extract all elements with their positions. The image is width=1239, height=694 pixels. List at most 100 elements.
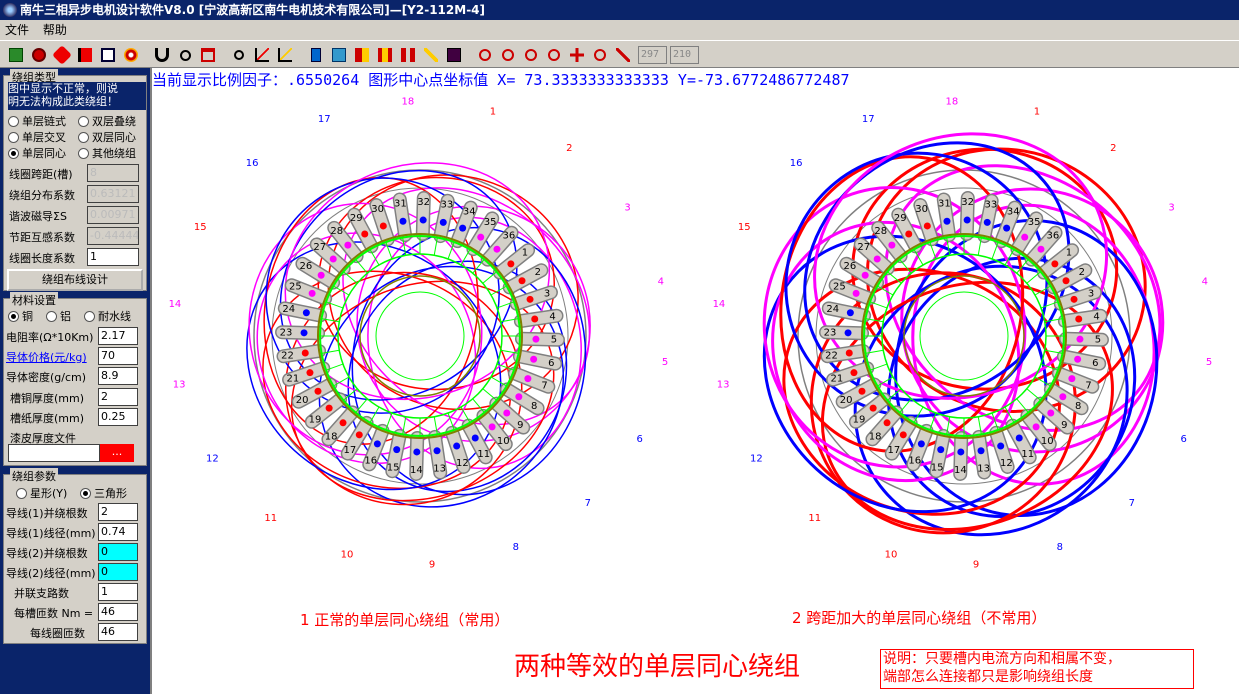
winding-design-button[interactable]: 绕组布线设计	[7, 269, 143, 291]
slot-paper-field[interactable]: 0.25	[98, 408, 138, 426]
wire2-strands-field[interactable]: 0	[98, 543, 138, 561]
a-slot-number: 10	[497, 436, 510, 447]
a-conductor-marker	[317, 271, 325, 279]
b-slot-fill	[886, 417, 917, 460]
a-slot-number: 31	[394, 198, 407, 209]
a-coil-label-5: 5	[662, 357, 668, 368]
zoom-tool-icon[interactable]	[229, 45, 249, 65]
b-conductor-marker	[963, 216, 971, 224]
zoom-out-icon[interactable]	[498, 45, 518, 65]
radio-waterproof-wire[interactable]: 耐水线	[84, 308, 131, 324]
flag-icon[interactable]	[75, 45, 95, 65]
b-slot-fill	[1045, 383, 1088, 414]
b-coil-label-9: 9	[973, 560, 979, 571]
b-rotor-tooth	[877, 376, 894, 387]
radio-star[interactable]: 星形(Y)	[16, 485, 67, 501]
wire1-diameter-field[interactable]: 0.74	[98, 523, 138, 541]
a-conductor-marker	[302, 309, 310, 317]
radio-dot	[78, 131, 89, 143]
paper-height-field[interactable]: 210	[670, 46, 699, 64]
a-coil-label-14: 14	[169, 299, 182, 310]
a-slot-number: 1	[522, 248, 528, 259]
radio-label: 星形(Y)	[30, 487, 68, 500]
a-slot-number: 19	[309, 414, 322, 425]
radio-label: 单层交叉	[22, 131, 66, 144]
search-doc-icon[interactable]	[175, 45, 195, 65]
conductor-price-field[interactable]: 70	[98, 347, 138, 365]
paper-width-field[interactable]: 297	[638, 46, 667, 64]
enamel-browse-button[interactable]: ...	[100, 444, 134, 462]
b-coil-label-11: 11	[808, 513, 821, 524]
bars-icon[interactable]	[398, 45, 418, 65]
target-icon[interactable]	[121, 45, 141, 65]
b-conductor-marker	[1037, 245, 1045, 253]
save-icon[interactable]	[98, 45, 118, 65]
zoom-window-icon[interactable]	[544, 45, 564, 65]
b-slot-fill	[930, 430, 950, 477]
parallel-branches-label: 并联支路数	[14, 587, 69, 600]
a-slot-number: 16	[364, 456, 377, 467]
a-rotor-tooth	[369, 406, 380, 423]
menu-file[interactable]: 文件	[5, 23, 30, 37]
radio-other-winding[interactable]: 其他绕组	[78, 145, 136, 161]
explanation-note: 说明：只要槽内电流方向和相属不变， 端部怎么连接都只是影响绕组长度	[880, 649, 1194, 689]
a-slot-number: 8	[531, 401, 537, 412]
ruler-icon[interactable]	[352, 45, 372, 65]
pause-icon[interactable]	[375, 45, 395, 65]
pen-icon[interactable]	[421, 45, 441, 65]
radio-delta[interactable]: 三角形	[80, 485, 127, 501]
zoom-fit-icon[interactable]	[521, 45, 541, 65]
coil-span-label: 线圈跨距(槽)	[9, 168, 73, 181]
a-slot-fill	[293, 379, 336, 408]
stator-diagram-wide-span: 1234567891011121314151617181234567891011…	[713, 96, 1213, 571]
b-conductor-marker	[1074, 355, 1082, 363]
b-slot-number: 9	[1061, 420, 1067, 431]
chart-line-icon[interactable]	[252, 45, 272, 65]
drawing-canvas[interactable]: 当前显示比例因子：.6550264 图形中心点坐标值 X= 73.3333333…	[150, 68, 1239, 694]
a-conductor-marker	[413, 448, 421, 456]
book-icon[interactable]	[329, 45, 349, 65]
b-rotor-tooth	[887, 271, 902, 284]
gear-icon[interactable]	[52, 45, 72, 65]
open-icon[interactable]	[6, 45, 26, 65]
pencil-icon[interactable]	[613, 45, 633, 65]
radio-single-cross[interactable]: 单层交叉	[8, 129, 66, 145]
b-slot-fill	[1053, 367, 1098, 393]
radio-double-lap[interactable]: 双层叠绕	[78, 113, 136, 129]
conductor-price-link[interactable]: 导体价格(元/kg)	[6, 351, 87, 364]
b-slot-fill	[840, 258, 883, 289]
wire2-diameter-field[interactable]: 0	[98, 563, 138, 581]
b-slot-number: 10	[1041, 436, 1054, 447]
b-rotor-tooth	[899, 398, 912, 413]
a-conductor-marker	[439, 218, 447, 226]
slot-copper-field[interactable]: 2	[98, 388, 138, 406]
radio-copper[interactable]: 铜	[8, 308, 33, 324]
wire1-strands-field[interactable]: 2	[98, 503, 138, 521]
radio-single-chain[interactable]: 单层链式	[8, 113, 66, 129]
zoom-in-icon[interactable]	[475, 45, 495, 65]
stop-icon[interactable]	[29, 45, 49, 65]
magnet-icon[interactable]	[152, 45, 172, 65]
turns-per-coil-field[interactable]: 46	[98, 623, 138, 641]
radio-double-concentric[interactable]: 双层同心	[78, 129, 136, 145]
resistivity-field[interactable]: 2.17	[98, 327, 138, 345]
enamel-file-field[interactable]	[8, 444, 100, 462]
trend-icon[interactable]	[444, 45, 464, 65]
b-slot-fill	[892, 209, 921, 252]
b-slot-number: 24	[826, 304, 839, 315]
window-icon[interactable]	[198, 45, 218, 65]
move-icon[interactable]	[567, 45, 587, 65]
turns-per-slot-field[interactable]: 46	[98, 603, 138, 621]
density-field[interactable]: 8.9	[98, 367, 138, 385]
menu-help[interactable]: 帮助	[42, 23, 67, 37]
zoom-all-icon[interactable]	[590, 45, 610, 65]
radio-single-concentric[interactable]: 单层同心	[8, 145, 66, 161]
left-panel: 绕组类型 图中显示不正常，则说 明无法构成此类绕组！ 单层链式 双层叠绕 单层交…	[0, 68, 150, 694]
radio-aluminum[interactable]: 铝	[46, 308, 71, 324]
b-rotor-tooth	[899, 259, 912, 274]
calculator-icon[interactable]	[306, 45, 326, 65]
coil-length-field[interactable]: 1	[87, 248, 139, 266]
chart-curve-icon[interactable]	[275, 45, 295, 65]
parallel-branches-field[interactable]: 1	[98, 583, 138, 601]
